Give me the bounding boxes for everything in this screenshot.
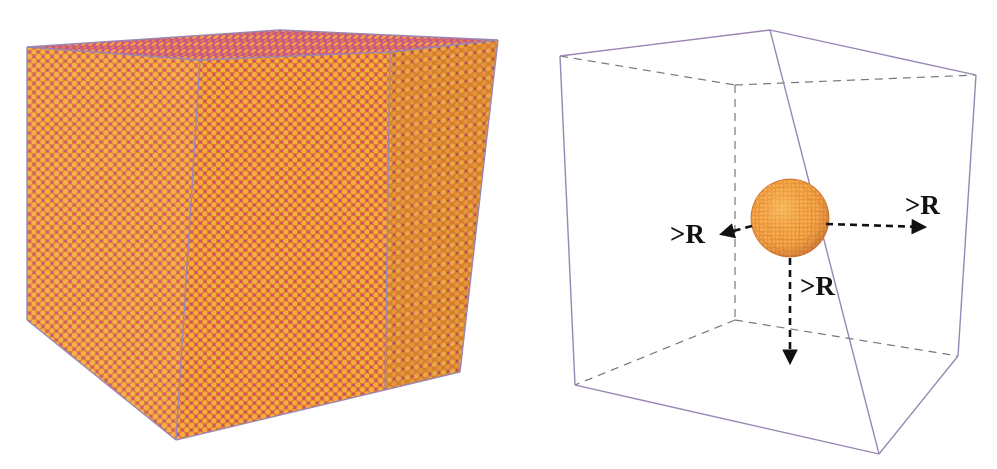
cube-top-face — [27, 30, 498, 60]
hidden-edges — [559, 55, 977, 386]
nanoparticle-sphere — [750, 178, 830, 258]
arrow-right — [825, 218, 928, 235]
arrow-left — [718, 223, 753, 239]
box-with-nanoparticle: >R >R >R — [559, 29, 977, 455]
cube-edges — [26, 29, 499, 441]
visible-edges — [559, 29, 977, 455]
label-left: >R — [670, 219, 705, 249]
label-right: >R — [905, 190, 940, 220]
distance-arrows — [718, 218, 928, 366]
cube-side-face — [385, 40, 498, 390]
atomic-supercell — [26, 29, 499, 441]
label-down: >R — [800, 271, 835, 301]
cube-front-face — [27, 40, 498, 440]
